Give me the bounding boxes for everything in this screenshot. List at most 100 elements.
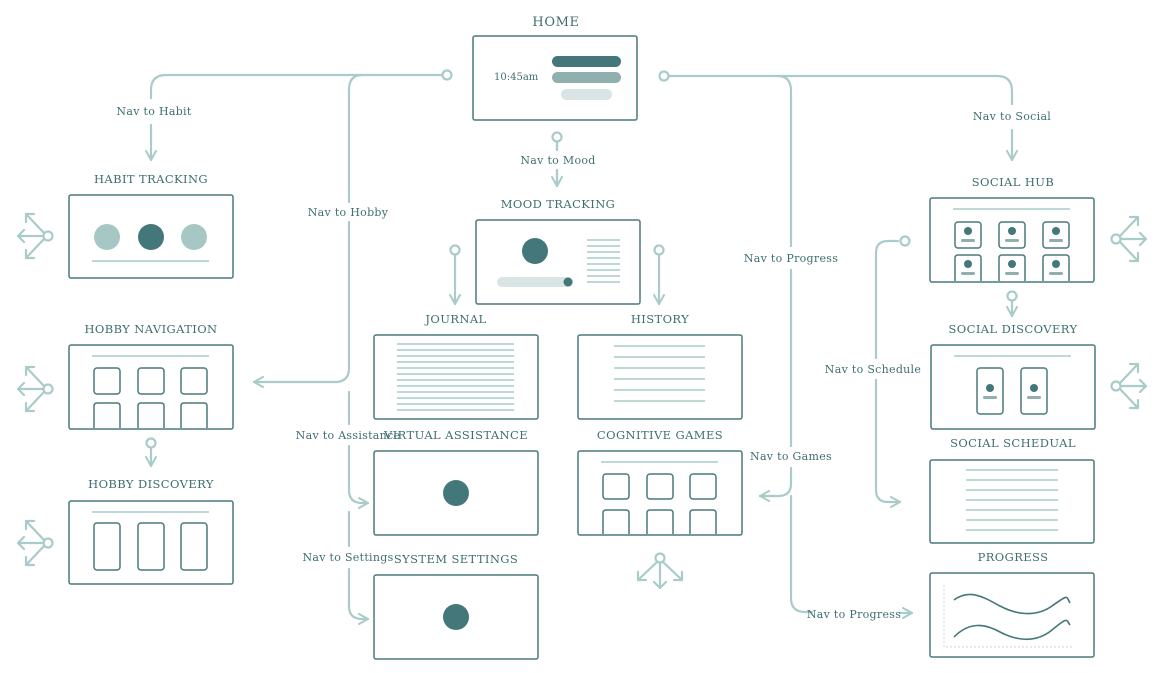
screen-home[interactable]: HOME 10:45am — [472, 15, 638, 121]
connector-progress-trunk — [776, 74, 793, 248]
connector-hobby-branch — [252, 220, 351, 388]
screen-title-mood-tracking: MOOD TRACKING — [501, 197, 616, 211]
nav-label-social: Nav to Social — [973, 110, 1051, 123]
screen-journal[interactable]: JOURNAL — [373, 312, 539, 420]
nav-label-habit: Nav to Habit — [116, 105, 191, 118]
hobby-tile — [93, 402, 121, 428]
discovery-profile-card — [1020, 367, 1048, 415]
screen-title-habit-tracking: HABIT TRACKING — [94, 172, 208, 186]
connector-games-branch — [758, 466, 793, 502]
nav-labels: Nav to Habit Nav to Hobby Nav to Mood Na… — [116, 105, 1051, 621]
profile-card — [954, 221, 982, 249]
habit-dot-3 — [181, 224, 207, 250]
discovery-profile-card — [976, 367, 1004, 415]
nav-label-hobby: Nav to Hobby — [308, 206, 389, 219]
node-hub-bottom — [1006, 290, 1018, 302]
screen-title-cognitive-games: COGNITIVE GAMES — [597, 428, 723, 442]
game-tile — [646, 473, 674, 500]
profile-card — [998, 221, 1026, 249]
progress-card[interactable] — [929, 572, 1095, 658]
hobby-discovery-tile — [180, 522, 208, 571]
screen-history[interactable]: HISTORY — [577, 312, 743, 420]
expand-icons — [16, 212, 1148, 590]
screen-title-virtual-assistance: VIRTUAL ASSISTANCE — [383, 428, 528, 442]
connector-home-habit — [149, 73, 447, 100]
social-discovery-card[interactable] — [930, 344, 1096, 430]
screen-hobby-discovery[interactable]: HOBBY DISCOVERY — [68, 477, 234, 585]
screen-social-hub[interactable]: SOCIAL HUB — [929, 175, 1095, 283]
screen-title-journal: JOURNAL — [424, 312, 486, 326]
node-mood-right — [653, 244, 665, 256]
nav-label-schedule: Nav to Schedule — [825, 363, 921, 376]
node-hobbynav-bottom — [145, 437, 157, 449]
screen-title-hobby-discovery: HOBBY DISCOVERY — [88, 477, 214, 491]
game-tile — [689, 509, 717, 534]
habit-dot-1 — [94, 224, 120, 250]
node-mood-left — [449, 244, 461, 256]
node-home-right — [658, 70, 670, 82]
game-tile — [689, 473, 717, 500]
connector-hub-schedule-top — [874, 239, 900, 360]
nav-label-mood: Nav to Mood — [520, 154, 595, 167]
mood-slider-thumb — [563, 277, 573, 287]
progress-line-2 — [953, 619, 1071, 641]
home-bar-secondary — [552, 72, 621, 83]
screen-social-schedual[interactable]: SOCIAL SCHEDUAL — [929, 436, 1095, 544]
connector-hub-schedule-bottom — [874, 378, 902, 508]
hobby-tile — [180, 402, 208, 428]
mood-slider-track — [497, 277, 573, 287]
habit-dot-2 — [138, 224, 164, 250]
screen-title-home: HOME — [532, 15, 579, 30]
home-bar-primary — [552, 56, 621, 67]
mood-card[interactable] — [475, 219, 641, 305]
hobby-tile — [137, 402, 165, 428]
connector-hobby-trunk — [347, 73, 364, 204]
screen-title-social-hub: SOCIAL HUB — [972, 175, 1054, 189]
progress-line-1 — [953, 593, 1071, 615]
screen-title-progress: PROGRESS — [978, 550, 1049, 564]
profile-card — [998, 254, 1026, 281]
connector-settings-branch — [347, 567, 370, 625]
expand-left-icon[interactable] — [16, 212, 54, 260]
expand-down-icon[interactable] — [636, 552, 684, 590]
home-bar-tertiary — [561, 89, 612, 100]
mood-face-icon — [522, 238, 548, 264]
expand-left-icon[interactable] — [16, 519, 54, 567]
schedule-card[interactable] — [929, 459, 1095, 544]
screen-progress[interactable]: PROGRESS — [929, 550, 1095, 658]
nav-label-progress-top: Nav to Progress — [744, 252, 838, 265]
screen-hobby-navigation[interactable]: HOBBY NAVIGATION — [68, 322, 234, 430]
screen-habit-tracking[interactable]: HABIT TRACKING — [68, 172, 234, 279]
profile-card — [954, 254, 982, 281]
home-time: 10:45am — [494, 72, 539, 83]
hobby-tile — [137, 367, 165, 395]
journal-card[interactable] — [373, 334, 539, 420]
game-tile — [646, 509, 674, 534]
connector-progress-branch — [789, 494, 814, 614]
history-card[interactable] — [577, 334, 743, 420]
screen-system-settings[interactable]: SYSTEM SETTINGS — [373, 552, 539, 660]
screen-title-system-settings: SYSTEM SETTINGS — [394, 552, 518, 566]
expand-right-icon[interactable] — [1110, 362, 1148, 410]
connectors — [145, 73, 1018, 625]
screen-social-discovery[interactable]: SOCIAL DISCOVERY — [930, 322, 1096, 430]
expand-left-icon[interactable] — [16, 365, 54, 413]
screen-cognitive-games[interactable]: COGNITIVE GAMES — [577, 428, 743, 536]
hobby-tile — [93, 367, 121, 395]
screen-title-hobby-navigation: HOBBY NAVIGATION — [84, 322, 217, 336]
screen-virtual-assistance[interactable]: VIRTUAL ASSISTANCE — [373, 428, 539, 536]
expand-right-icon[interactable] — [1110, 215, 1148, 263]
nav-label-assistance: Nav to Assistance — [296, 429, 401, 442]
hobby-discovery-tile — [137, 522, 165, 571]
hobby-tile — [180, 367, 208, 395]
settings-icon — [443, 604, 469, 630]
profile-card — [1042, 254, 1070, 281]
game-tile — [602, 509, 630, 534]
assistant-icon — [443, 480, 469, 506]
node-home-left — [441, 69, 453, 81]
screen-title-social-schedual: SOCIAL SCHEDUAL — [950, 436, 1076, 450]
screen-mood-tracking[interactable]: MOOD TRACKING — [475, 197, 641, 305]
nav-label-settings: Nav to Settings — [302, 551, 393, 564]
